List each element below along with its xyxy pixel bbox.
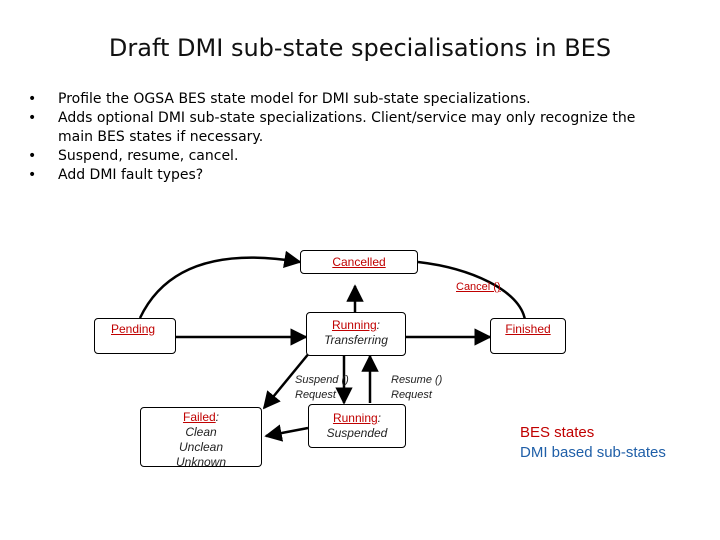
- bullet-item: • Profile the OGSA BES state model for D…: [28, 90, 668, 109]
- state-label: Failed: [182, 410, 216, 424]
- state-cancelled: Cancelled: [300, 250, 418, 274]
- state-sep: :: [215, 410, 220, 424]
- slide-title: Draft DMI sub-state specialisations in B…: [108, 34, 612, 62]
- state-running-transferring: Running: Transferring: [306, 312, 406, 356]
- substate-label: Transferring: [324, 333, 388, 347]
- transition-label-cancel: Cancel (): [456, 281, 501, 293]
- legend-bes-states: BES states: [520, 424, 595, 441]
- state-label: Running: [331, 318, 377, 332]
- bullet-item: • Add DMI fault types?: [28, 166, 668, 185]
- bullet-item: • Adds optional DMI sub-state specializa…: [28, 109, 668, 147]
- transition-label-resume: Resume () Request: [391, 374, 443, 401]
- substate-label: Unknown: [175, 455, 227, 469]
- bullet-text: Profile the OGSA BES state model for DMI…: [58, 91, 531, 107]
- transition-cancelled-curve-right: [417, 260, 527, 321]
- transition-pending-to-cancelled: [138, 250, 302, 319]
- substate-label: Unclean: [178, 440, 224, 454]
- bullet-glyph: •: [28, 110, 37, 126]
- transition-label-suspend: Suspend () Request: [295, 374, 349, 401]
- bullet-item: • Suspend, resume, cancel.: [28, 147, 668, 166]
- bullet-glyph: •: [28, 91, 37, 107]
- bullet-text: Add DMI fault types?: [58, 167, 204, 183]
- state-label: Pending: [111, 322, 156, 336]
- state-running-suspended: Running: Suspended: [308, 404, 406, 448]
- state-pending: Pending: [94, 318, 176, 354]
- state-sep: :: [376, 318, 381, 332]
- bullet-text: Suspend, resume, cancel.: [58, 148, 239, 164]
- state-label: Finished: [505, 322, 551, 336]
- state-failed: Failed: Clean Unclean Unknown: [140, 407, 262, 469]
- state-label: Running: [332, 411, 378, 425]
- legend: BES states DMI based sub-states: [520, 423, 666, 463]
- bullet-glyph: •: [28, 167, 37, 183]
- bullet-glyph: •: [28, 148, 37, 164]
- bullet-text: Adds optional DMI sub-state specializati…: [58, 110, 636, 145]
- state-sep: :: [377, 411, 382, 425]
- substate-label: Suspended: [326, 426, 388, 440]
- state-finished: Finished: [490, 318, 566, 354]
- transition-suspended-to-failed: [264, 424, 309, 442]
- bullet-list: • Profile the OGSA BES state model for D…: [28, 90, 668, 185]
- state-label: Cancelled: [332, 255, 386, 269]
- substate-label: Clean: [185, 425, 217, 439]
- legend-dmi-substates: DMI based sub-states: [520, 444, 666, 461]
- transition-running-to-failed: [262, 351, 311, 410]
